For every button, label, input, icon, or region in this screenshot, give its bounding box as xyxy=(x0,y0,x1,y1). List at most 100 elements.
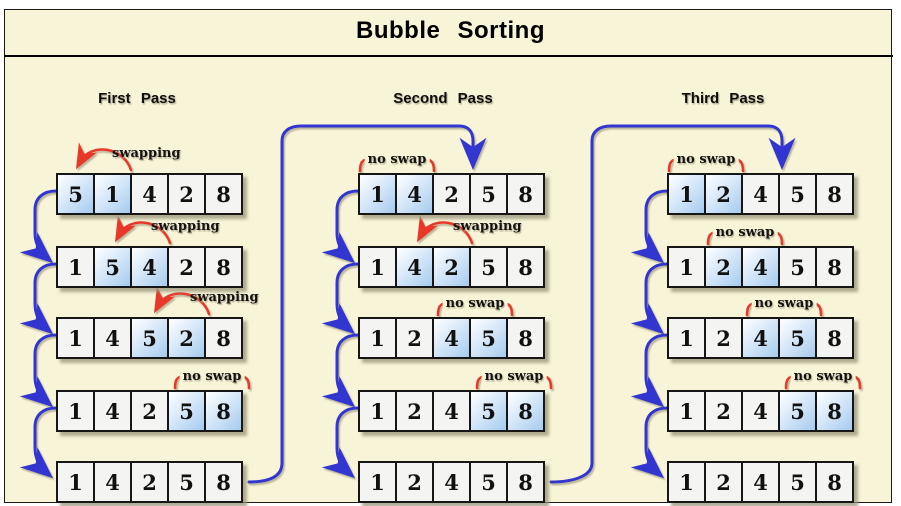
array-cell: 1 xyxy=(667,317,706,359)
array-cell: 2 xyxy=(704,173,743,215)
array-cell: 2 xyxy=(704,246,743,288)
array-cell: 1 xyxy=(56,461,95,503)
array-cell: 5 xyxy=(56,173,95,215)
annotation-label: swapping xyxy=(453,219,522,234)
array-cell: 5 xyxy=(778,461,817,503)
array-cell: 1 xyxy=(667,173,706,215)
array-cell: 8 xyxy=(506,461,545,503)
pass-header-second: Second Pass xyxy=(393,90,493,107)
annotation-label: no swap xyxy=(751,296,817,311)
array-cell: 5 xyxy=(778,390,817,432)
annotation-label: no swap xyxy=(179,369,245,384)
array-cell: 8 xyxy=(204,246,243,288)
array-cell: 5 xyxy=(167,390,206,432)
array-cell: 4 xyxy=(741,246,780,288)
array-cell: 4 xyxy=(741,173,780,215)
array-cell: 2 xyxy=(130,461,169,503)
array-cell: 4 xyxy=(432,317,471,359)
annotation-label: no swap xyxy=(481,369,547,384)
array-cell: 4 xyxy=(130,246,169,288)
annotation-label: swapping xyxy=(190,290,259,305)
array-cell: 4 xyxy=(741,461,780,503)
annotation-label: no swap xyxy=(442,296,508,311)
array-cell: 2 xyxy=(395,390,434,432)
array-cell: 8 xyxy=(815,246,854,288)
array-cell: 8 xyxy=(204,173,243,215)
annotation-label: swapping xyxy=(151,219,220,234)
array-cell: 2 xyxy=(704,461,743,503)
title-divider xyxy=(4,55,893,57)
pass-header-first: First Pass xyxy=(98,90,176,107)
array-cell: 8 xyxy=(815,173,854,215)
array-cell: 5 xyxy=(167,461,206,503)
array-cell: 1 xyxy=(93,173,132,215)
array-cell: 2 xyxy=(432,246,471,288)
array-cell: 2 xyxy=(167,173,206,215)
array-cell: 5 xyxy=(93,246,132,288)
array-cell: 8 xyxy=(506,390,545,432)
array-cell: 1 xyxy=(667,461,706,503)
array-cell: 1 xyxy=(56,390,95,432)
array-cell: 1 xyxy=(358,317,397,359)
array-cell: 8 xyxy=(815,461,854,503)
array-cell: 5 xyxy=(778,317,817,359)
annotation-label: no swap xyxy=(673,152,739,167)
array-cell: 4 xyxy=(432,390,471,432)
pass-header-third: Third Pass xyxy=(681,90,765,107)
array-cell: 2 xyxy=(395,317,434,359)
array-cell: 4 xyxy=(741,390,780,432)
array-cell: 5 xyxy=(130,317,169,359)
array-cell: 5 xyxy=(469,246,508,288)
array-cell: 8 xyxy=(204,390,243,432)
array-cell: 1 xyxy=(667,390,706,432)
page-title: Bubble Sorting xyxy=(356,17,545,44)
array-cell: 4 xyxy=(395,173,434,215)
array-cell: 5 xyxy=(469,390,508,432)
array-cell: 4 xyxy=(130,173,169,215)
array-cell: 5 xyxy=(778,173,817,215)
array-cell: 8 xyxy=(506,317,545,359)
array-cell: 4 xyxy=(432,461,471,503)
array-cell: 2 xyxy=(167,317,206,359)
annotation-label: swapping xyxy=(112,146,181,161)
array-cell: 1 xyxy=(358,390,397,432)
array-cell: 5 xyxy=(469,461,508,503)
array-cell: 4 xyxy=(741,317,780,359)
array-cell: 2 xyxy=(704,317,743,359)
array-cell: 2 xyxy=(130,390,169,432)
array-cell: 5 xyxy=(469,317,508,359)
array-cell: 4 xyxy=(395,246,434,288)
array-cell: 2 xyxy=(704,390,743,432)
annotation-label: no swap xyxy=(712,225,778,240)
array-cell: 8 xyxy=(815,390,854,432)
array-cell: 1 xyxy=(56,317,95,359)
array-cell: 8 xyxy=(506,173,545,215)
array-cell: 1 xyxy=(358,173,397,215)
annotation-label: no swap xyxy=(364,152,430,167)
array-cell: 8 xyxy=(815,317,854,359)
array-cell: 4 xyxy=(93,317,132,359)
array-cell: 1 xyxy=(56,246,95,288)
array-cell: 8 xyxy=(204,317,243,359)
array-cell: 1 xyxy=(667,246,706,288)
array-cell: 2 xyxy=(167,246,206,288)
array-cell: 2 xyxy=(395,461,434,503)
array-cell: 1 xyxy=(358,246,397,288)
array-cell: 2 xyxy=(432,173,471,215)
annotation-label: no swap xyxy=(790,369,856,384)
